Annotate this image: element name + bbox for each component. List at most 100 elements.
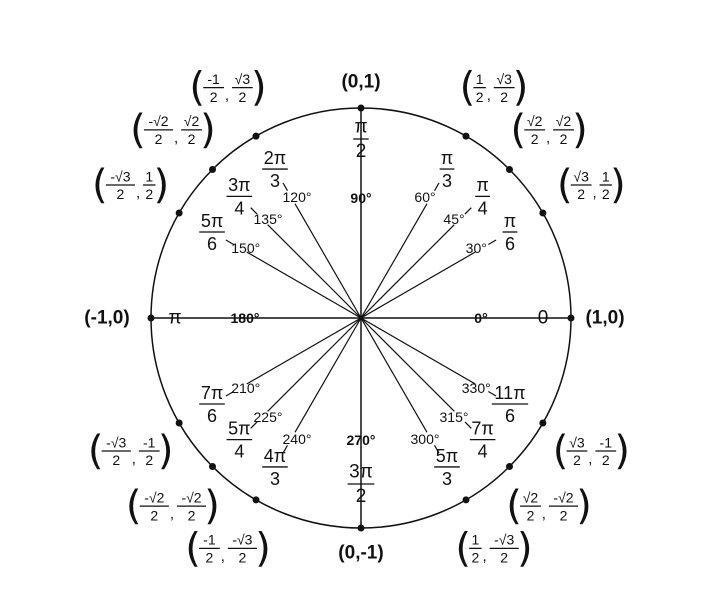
- radian-label-270-denominator: 2: [356, 486, 367, 507]
- close-paren: ): [204, 483, 220, 529]
- radian-label-300-numerator: 5π: [436, 446, 458, 466]
- radius-30: [360, 251, 476, 319]
- degree-label-45: 45°: [443, 211, 464, 227]
- coord-label-60: (12,√32): [460, 65, 529, 111]
- radian-label-45: π4: [475, 175, 491, 218]
- coord-label-60-x: 12: [473, 71, 486, 105]
- radian-label-210-numerator: 7π: [201, 383, 223, 403]
- coord-label-240-x: -12: [199, 532, 220, 566]
- coord-label-60-y-denominator: 2: [500, 89, 508, 105]
- degree-label-300: 300°: [411, 431, 440, 447]
- coord-label-30-x: √32: [570, 168, 592, 202]
- coord-label-300-x-denominator: 2: [472, 550, 480, 566]
- coord-label-30-x-numerator: √3: [573, 168, 589, 184]
- open-paren: (: [130, 107, 146, 153]
- coord-label-30: (√32,12): [557, 162, 626, 208]
- radian-label-300: 5π3: [434, 446, 460, 489]
- coord-label-315-x: √22: [520, 489, 541, 523]
- comma: ,: [592, 185, 596, 202]
- coord-label-45-y-denominator: 2: [560, 131, 568, 147]
- coord-label-30-y: 12: [599, 168, 612, 202]
- coord-label-225-y-numerator: -√2: [181, 489, 201, 505]
- coord-label-135-x-denominator: 2: [155, 131, 163, 147]
- tick-30: [488, 239, 497, 246]
- radian-label-315-denominator: 4: [478, 442, 488, 462]
- radian-label-315: 7π4: [469, 418, 496, 462]
- coord-label-30-x-denominator: 2: [577, 186, 585, 202]
- tick-120: [282, 182, 289, 191]
- close-paren: ): [154, 162, 170, 208]
- radian-label-315-numerator: 7π: [471, 418, 493, 438]
- radian-label-120: 2π3: [262, 148, 288, 191]
- radian-label-135-numerator: 3π: [228, 175, 250, 195]
- coord-label-240-y: -√32: [227, 532, 257, 566]
- open-paren: (: [92, 162, 108, 208]
- point-150: [175, 209, 183, 217]
- close-paren: ): [255, 525, 271, 571]
- coord-label-210-x-denominator: 2: [112, 452, 120, 468]
- coord-label-135-x-numerator: -√2: [148, 113, 168, 129]
- coord-label-left: (-1,0): [84, 308, 129, 329]
- coord-label-120: (-12,√32): [189, 65, 266, 111]
- coord-label-120-x: -12: [203, 71, 224, 105]
- tick-240: [282, 445, 289, 454]
- comma: ,: [546, 129, 550, 146]
- point-225: [209, 462, 217, 470]
- coord-label-225-x-denominator: 2: [150, 507, 158, 523]
- close-paren: ): [158, 428, 174, 474]
- coord-label-135-y-denominator: 2: [188, 131, 196, 147]
- coord-label-300-y-denominator: 2: [500, 550, 508, 566]
- open-paren: (: [455, 525, 471, 571]
- circle-points: [147, 104, 575, 532]
- radius-lines: [151, 108, 571, 528]
- open-paren: (: [88, 428, 104, 474]
- radian-label-300-denominator: 3: [442, 469, 452, 489]
- degree-label-330: 330°: [462, 380, 491, 396]
- tick-330: [488, 390, 497, 397]
- open-paren: (: [553, 428, 569, 474]
- coord-label-225-x-numerator: -√2: [144, 489, 164, 505]
- coord-label-300-y: -√32: [489, 532, 519, 566]
- point-right: [567, 314, 575, 322]
- radian-label-120-denominator: 3: [270, 171, 280, 191]
- degree-label-150: 150°: [231, 240, 260, 256]
- coord-label-300-x: 12: [469, 532, 482, 566]
- radian-label-240: 4π3: [262, 446, 288, 489]
- radian-label-210: 7π6: [199, 383, 225, 426]
- tick-135: [250, 207, 258, 215]
- coord-label-210-x-numerator: -√3: [106, 434, 126, 450]
- coord-label-330-y-denominator: 2: [602, 452, 610, 468]
- radian-label-270: 3π2: [347, 462, 375, 507]
- tick-225: [250, 421, 258, 429]
- open-paren: (: [185, 525, 201, 571]
- open-paren: (: [510, 107, 526, 153]
- degree-label-90: 90°: [350, 190, 371, 206]
- radius-120: [294, 203, 362, 319]
- radian-label-150-denominator: 6: [207, 234, 217, 254]
- radian-label-225-numerator: 5π: [228, 418, 250, 438]
- radius-330: [360, 317, 476, 385]
- coord-label-240-x-denominator: 2: [206, 550, 214, 566]
- radius-60: [360, 203, 428, 319]
- radian-label-330-denominator: 6: [505, 406, 515, 426]
- close-paren: ): [251, 65, 267, 111]
- radius-240: [294, 317, 362, 433]
- coord-label-150-y-numerator: 1: [145, 168, 153, 184]
- coord-label-60-x-numerator: 1: [476, 71, 484, 87]
- coord-label-135-y-numerator: √2: [184, 113, 200, 129]
- degree-label-240: 240°: [283, 431, 312, 447]
- coord-label-120-y-denominator: 2: [239, 89, 247, 105]
- coord-label-150-y: 12: [143, 168, 156, 202]
- point-45: [505, 166, 513, 174]
- coord-label-315-y-denominator: 2: [560, 507, 568, 523]
- coord-label-330: (√32,-12): [553, 428, 630, 474]
- tick-45: [464, 207, 472, 215]
- radius-135: [267, 224, 362, 319]
- radian-label-30-numerator: π: [504, 211, 516, 231]
- close-paren: ): [610, 162, 626, 208]
- coord-label-225-y: -√22: [176, 489, 207, 523]
- comma: ,: [483, 548, 487, 565]
- point-330: [539, 419, 547, 427]
